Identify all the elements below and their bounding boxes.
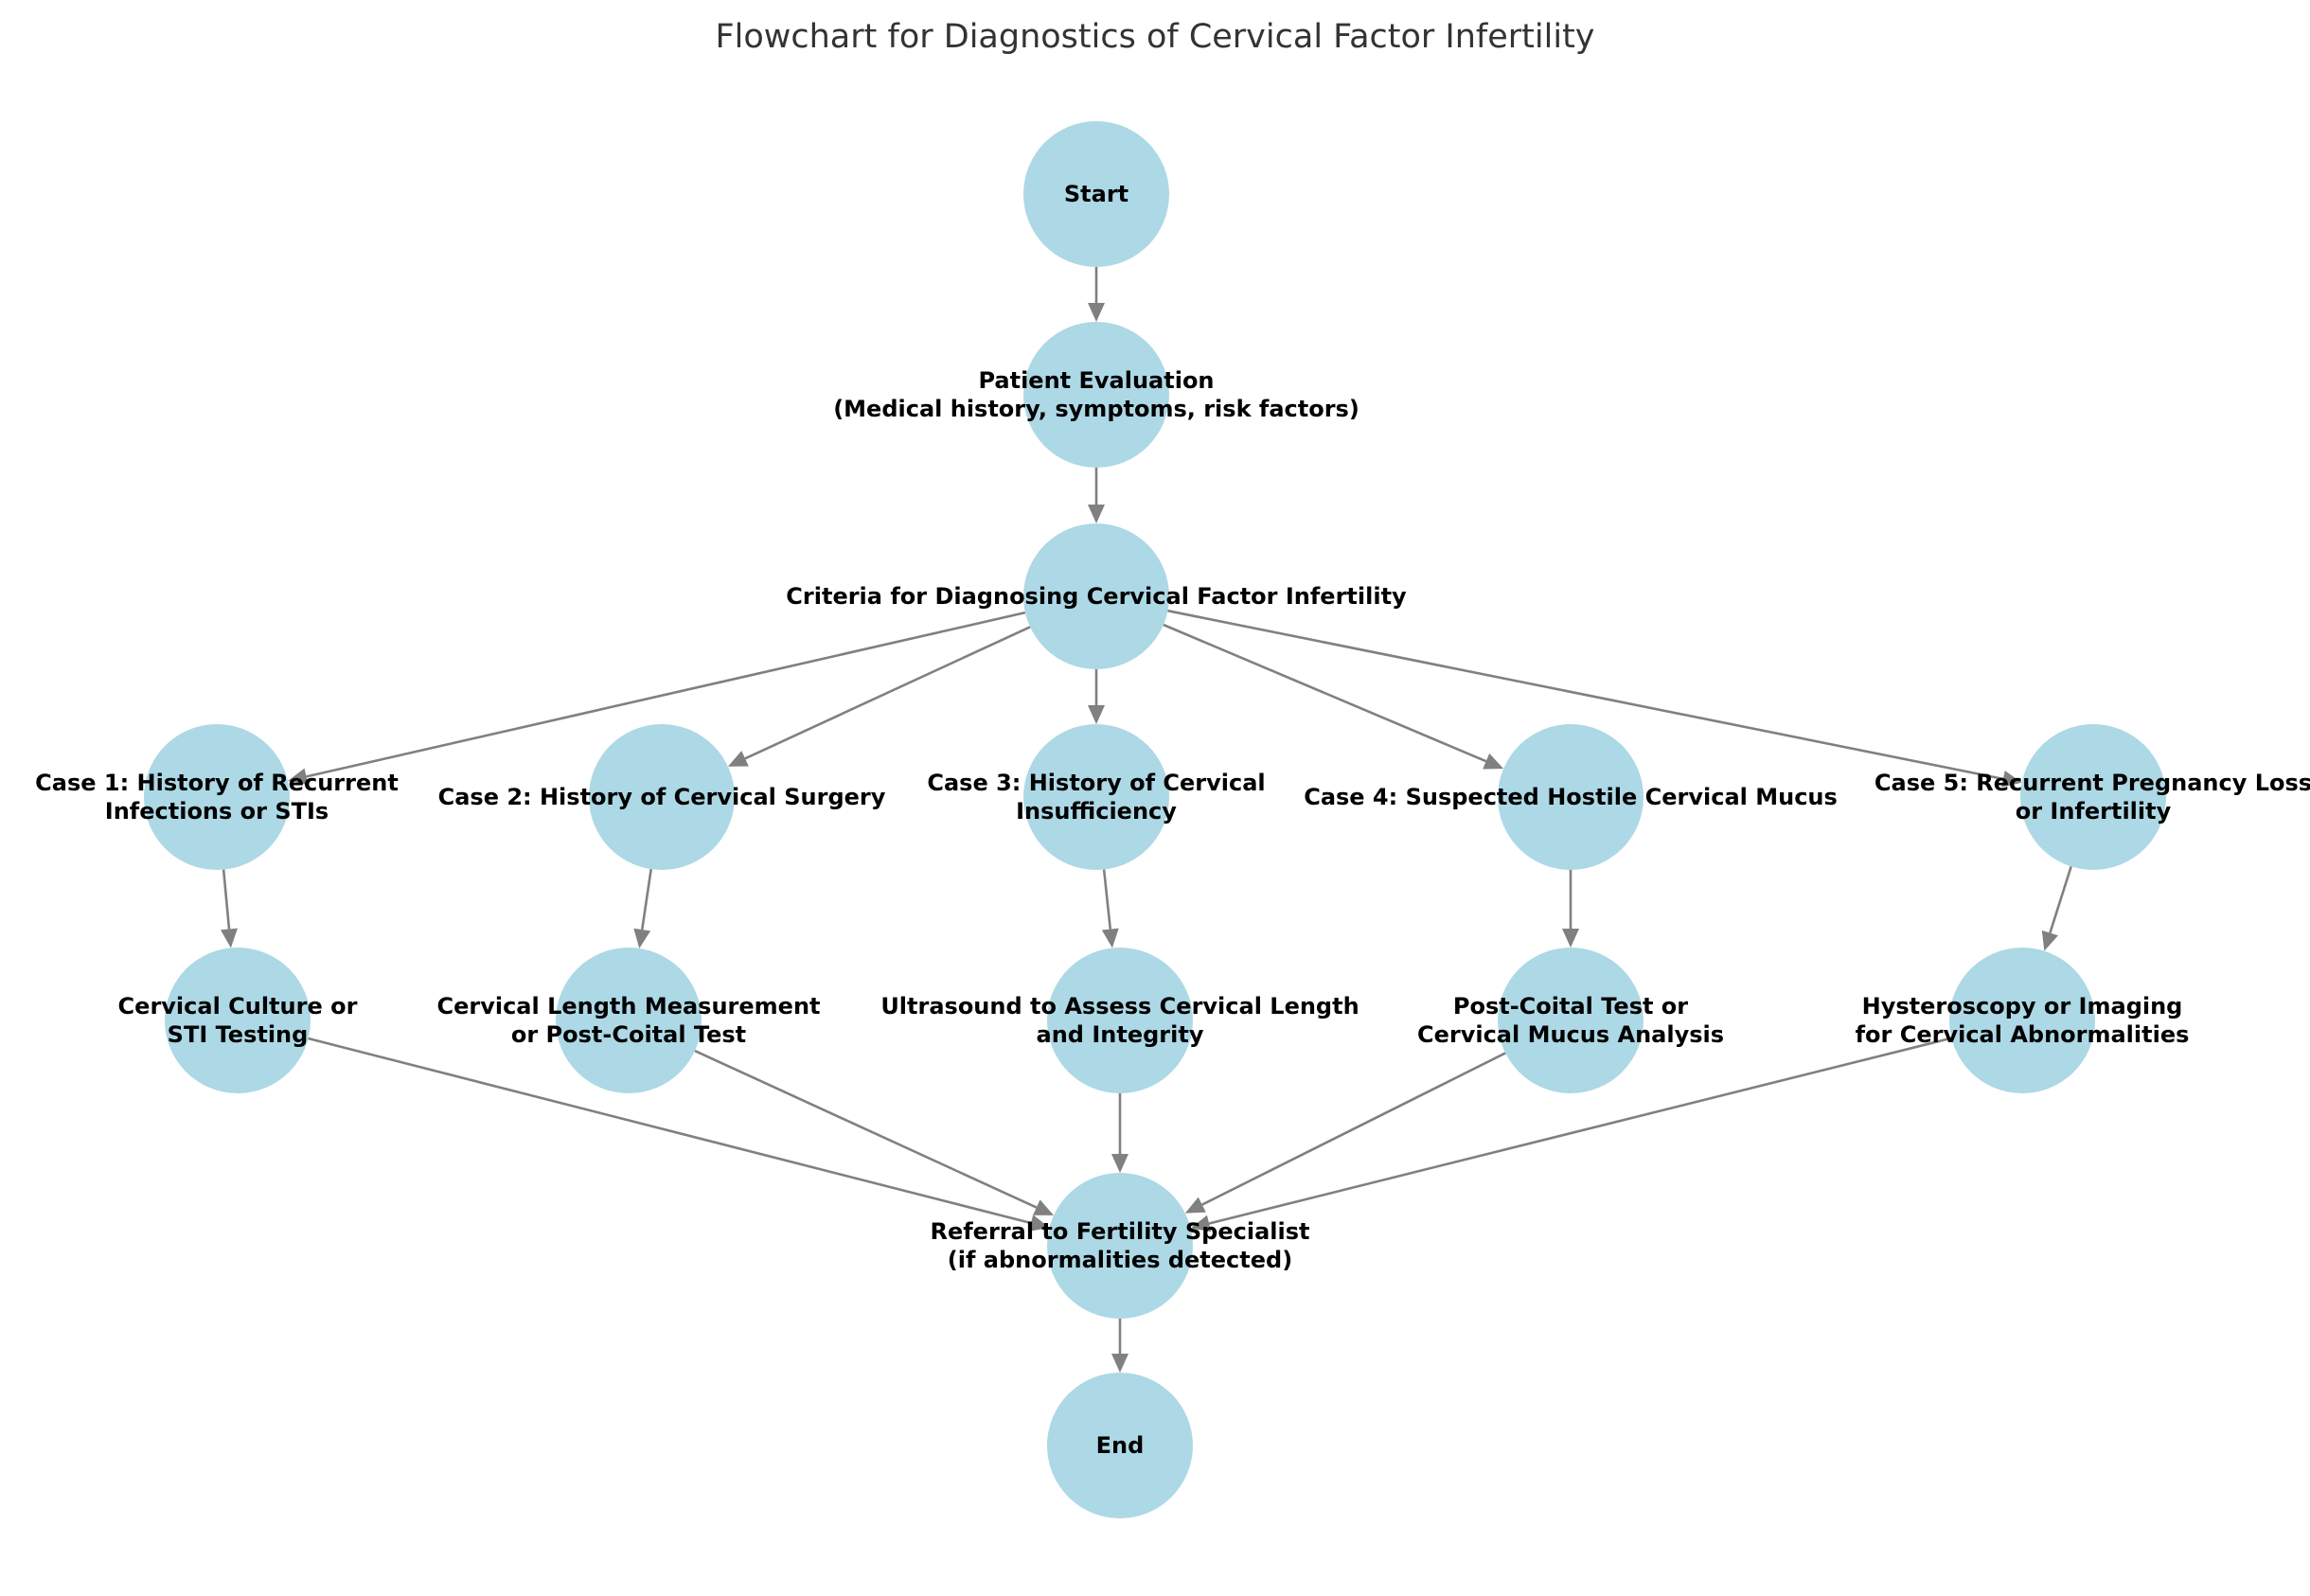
node-label-test5: for Cervical Abnormalities [1856, 1021, 2190, 1048]
arrowhead-icon [1111, 1154, 1128, 1173]
node-label-evaluation: Patient Evaluation [978, 367, 1214, 394]
node-label-case5: Case 5: Recurrent Pregnancy Loss [1875, 770, 2310, 796]
node-test5 [1949, 948, 2095, 1093]
node-label-case3: Insufficiency [1016, 798, 1177, 825]
node-case5 [2020, 724, 2166, 870]
node-criteria [1023, 523, 1169, 669]
arrowhead-icon [1190, 1215, 1212, 1232]
node-case4 [1498, 724, 1644, 870]
arrowhead-icon [1101, 928, 1119, 949]
arrowhead-icon [221, 928, 238, 949]
node-label-case2: Case 2: History of Cervical Surgery [438, 784, 886, 810]
nodes-layer [144, 121, 2166, 1518]
arrowhead-icon [1088, 705, 1105, 724]
arrowhead-icon [1088, 505, 1105, 523]
chart-title: Flowchart for Diagnostics of Cervical Fa… [715, 18, 1594, 56]
node-label-test3: Ultrasound to Assess Cervical Length [880, 993, 1359, 1020]
node-label-referral: (if abnormalities detected) [948, 1247, 1292, 1273]
arrowhead-icon [1028, 1215, 1050, 1232]
arrowhead-icon [288, 768, 309, 786]
edge-test4-to-referral [1201, 1052, 1506, 1206]
node-label-case4: Case 4: Suspected Hostile Cervical Mucus [1304, 784, 1838, 810]
node-label-case1: Case 1: History of Recurrent [35, 770, 399, 796]
node-case3 [1023, 724, 1169, 870]
edge-criteria-to-case2 [744, 626, 1031, 760]
node-label-case3: Case 3: History of Cervical [927, 770, 1265, 796]
node-label-case5: or Infertility [2016, 798, 2172, 825]
node-start [1023, 121, 1169, 267]
node-label-test5: Hysteroscopy or Imaging [1862, 993, 2183, 1020]
node-label-end: End [1096, 1432, 1145, 1459]
node-label-start: Start [1064, 181, 1128, 207]
node-label-test3: and Integrity [1037, 1021, 1204, 1048]
edge-criteria-to-case4 [1163, 623, 1487, 763]
node-test2 [556, 948, 702, 1093]
node-test4 [1498, 948, 1644, 1093]
arrowhead-icon [1184, 1197, 1206, 1214]
arrowhead-icon [1111, 1354, 1128, 1373]
arrowhead-icon [1033, 1199, 1055, 1215]
arrowhead-icon [633, 928, 651, 949]
node-referral [1047, 1173, 1193, 1319]
edges-layer [221, 267, 2072, 1373]
arrowhead-icon [2041, 930, 2058, 951]
node-test1 [165, 948, 311, 1093]
node-case1 [144, 724, 290, 870]
node-label-referral: Referral to Fertility Specialist [930, 1218, 1309, 1245]
edge-criteria-to-case5 [1167, 609, 2004, 781]
node-label-test1: STI Testing [168, 1021, 309, 1048]
arrowhead-icon [1562, 929, 1579, 948]
arrowhead-icon [2001, 771, 2022, 788]
edge-case2-to-test2 [640, 868, 652, 931]
node-case2 [589, 724, 735, 870]
edge-test5-to-referral [1208, 1037, 1952, 1225]
node-end [1047, 1373, 1193, 1518]
edge-case5-to-test5 [2049, 865, 2072, 933]
node-label-test2: or Post-Coital Test [511, 1021, 746, 1048]
edge-test1-to-referral [308, 1037, 1032, 1225]
node-evaluation [1023, 322, 1169, 468]
edge-case3-to-test3 [1102, 869, 1112, 930]
node-label-criteria: Criteria for Diagnosing Cervical Factor … [786, 583, 1407, 610]
arrowhead-icon [727, 751, 749, 767]
arrowhead-icon [1483, 753, 1504, 770]
edge-case1-to-test1 [222, 869, 231, 930]
node-label-evaluation: (Medical history, symptoms, risk factors… [833, 396, 1359, 422]
arrowhead-icon [1088, 303, 1105, 322]
node-label-case1: Infections or STIs [105, 798, 329, 825]
node-label-test4: Cervical Mucus Analysis [1417, 1021, 1724, 1048]
edge-criteria-to-case1 [306, 611, 1026, 778]
node-label-test2: Cervical Length Measurement [436, 993, 820, 1020]
node-label-test4: Post-Coital Test or [1453, 993, 1688, 1020]
edge-test2-to-referral [694, 1049, 1038, 1209]
node-test3 [1047, 948, 1193, 1093]
node-label-test1: Cervical Culture or [118, 993, 358, 1020]
